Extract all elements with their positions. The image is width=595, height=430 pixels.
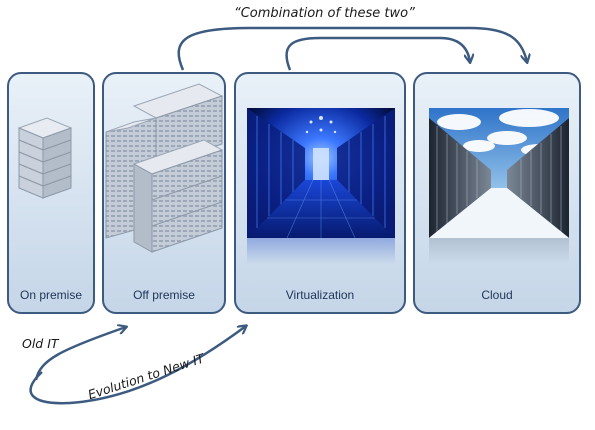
virtual-datacenter-image [247, 108, 395, 238]
stage-card-cloud: Cloud [413, 72, 581, 314]
stage-card-on-premise: On premise [7, 72, 95, 314]
combination-arrow-to-cloud [177, 26, 527, 71]
cloud-datacenter-image [429, 108, 569, 238]
server-stack-small-icon [17, 117, 73, 199]
stage-label-cloud: Cloud [481, 288, 513, 302]
combination-arrow-from-virtualization [285, 36, 470, 71]
old-it-label: Old IT [22, 336, 59, 351]
evolution-arrow-to-virtualization [29, 326, 246, 405]
stage-card-virtualization: Virtualization [234, 72, 406, 314]
stage-card-off-premise: Off premise [102, 72, 226, 314]
evolution-arrow-to-off-premise [34, 327, 126, 381]
stage-label-off-premise: Off premise [133, 288, 195, 302]
stage-label-on-premise: On premise [19, 288, 83, 302]
combination-note: “Combination of these two” [234, 6, 415, 21]
stage-label-virtualization: Virtualization [285, 288, 355, 302]
server-farm-icon [105, 83, 224, 253]
